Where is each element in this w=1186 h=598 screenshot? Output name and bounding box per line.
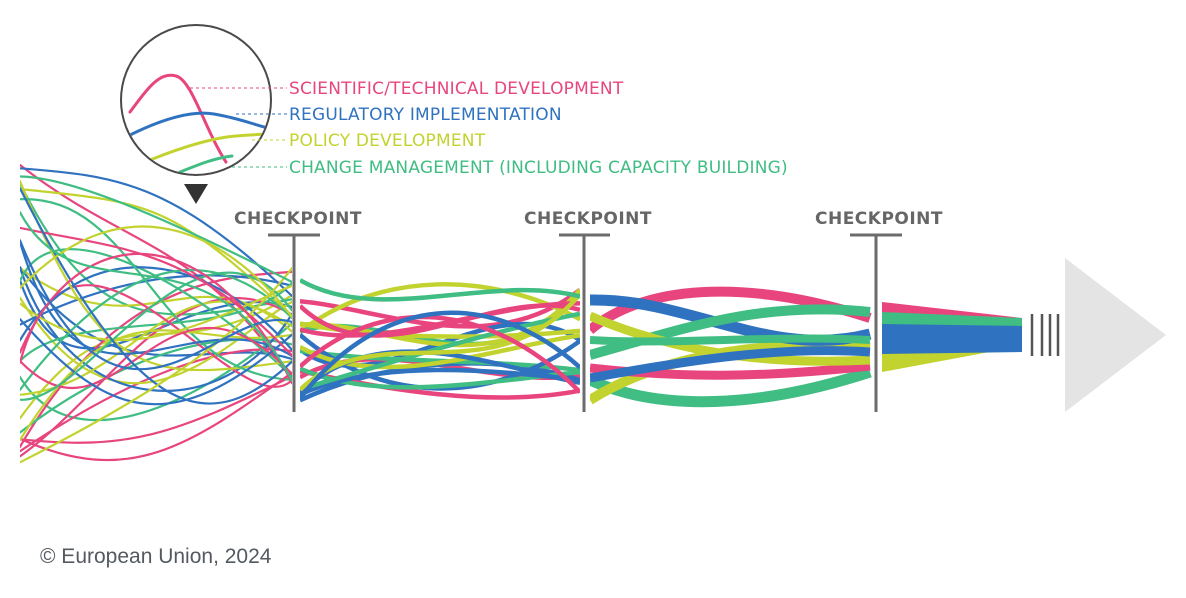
converged-strands: [882, 302, 1022, 372]
braided-strands: [590, 286, 872, 408]
svg-text:CHECKPOINT: CHECKPOINT: [524, 209, 652, 229]
magnifier-curve-policy: [148, 132, 270, 162]
progress-arrow: [1065, 258, 1166, 412]
strand-change: [20, 338, 292, 434]
strand-policy: [20, 267, 292, 464]
magnifier-curve-scientific: [128, 73, 228, 164]
strand-change: [20, 271, 292, 401]
strand-policy: [590, 311, 871, 366]
magnifier-curve-change: [178, 154, 234, 174]
checkpoint-2: CHECKPOINT: [524, 209, 652, 412]
strand-scientific: [300, 301, 580, 338]
legend: SCIENTIFIC/TECHNICAL DEVELOPMENT REGULAT…: [190, 79, 788, 178]
legend-item-regulatory: REGULATORY IMPLEMENTATION: [289, 105, 562, 125]
checkpoint-1: CHECKPOINT: [234, 209, 362, 412]
strand-change: [300, 311, 580, 392]
strand-regulatory: [20, 240, 292, 358]
legend-item-scientific: SCIENTIFIC/TECHNICAL DEVELOPMENT: [289, 79, 624, 99]
process-diagram: CHECKPOINT CHECKPOINT CHECKPOINT SCIENTI…: [20, 24, 1166, 464]
strand-scientific: [300, 314, 580, 394]
strand-regulatory: [20, 187, 292, 405]
band-regulatory: [882, 324, 1022, 354]
down-triangle-icon: [184, 184, 208, 204]
magnifier-curve-regulatory: [126, 111, 270, 138]
strand-scientific: [20, 226, 292, 357]
arrow-hatch-marks: [1030, 314, 1060, 356]
strand-change: [20, 198, 292, 381]
strand-scientific: [20, 371, 292, 462]
legend-item-change-management: CHANGE MANAGEMENT (INCLUDING CAPACITY BU…: [289, 158, 788, 178]
chaotic-strands: [20, 163, 292, 464]
strand-change: [300, 278, 580, 302]
copyright-credit: © European Union, 2024: [40, 545, 272, 568]
magnifier: [120, 24, 272, 204]
strand-regulatory: [20, 239, 292, 371]
woven-strands: [300, 278, 580, 403]
strand-change: [20, 182, 292, 316]
strand-regulatory: [590, 346, 871, 383]
strand-change: [590, 334, 871, 346]
strand-change: [300, 348, 580, 373]
checkpoint-3: CHECKPOINT: [815, 209, 943, 412]
svg-text:CHECKPOINT: CHECKPOINT: [815, 209, 943, 229]
strand-change: [20, 211, 292, 382]
strand-change: [20, 175, 292, 284]
strand-policy: [20, 284, 292, 342]
strand-change: [20, 248, 292, 378]
strand-regulatory: [20, 318, 292, 406]
strand-policy: [20, 225, 292, 319]
strand-change: [20, 281, 292, 363]
legend-item-policy: POLICY DEVELOPMENT: [289, 131, 486, 151]
strand-policy: [300, 293, 580, 392]
strand-policy: [300, 282, 580, 334]
strand-change: [590, 366, 872, 408]
svg-text:CHECKPOINT: CHECKPOINT: [234, 209, 362, 229]
strand-regulatory: [20, 167, 292, 298]
strand-regulatory: [300, 310, 580, 400]
strand-scientific: [20, 348, 292, 453]
